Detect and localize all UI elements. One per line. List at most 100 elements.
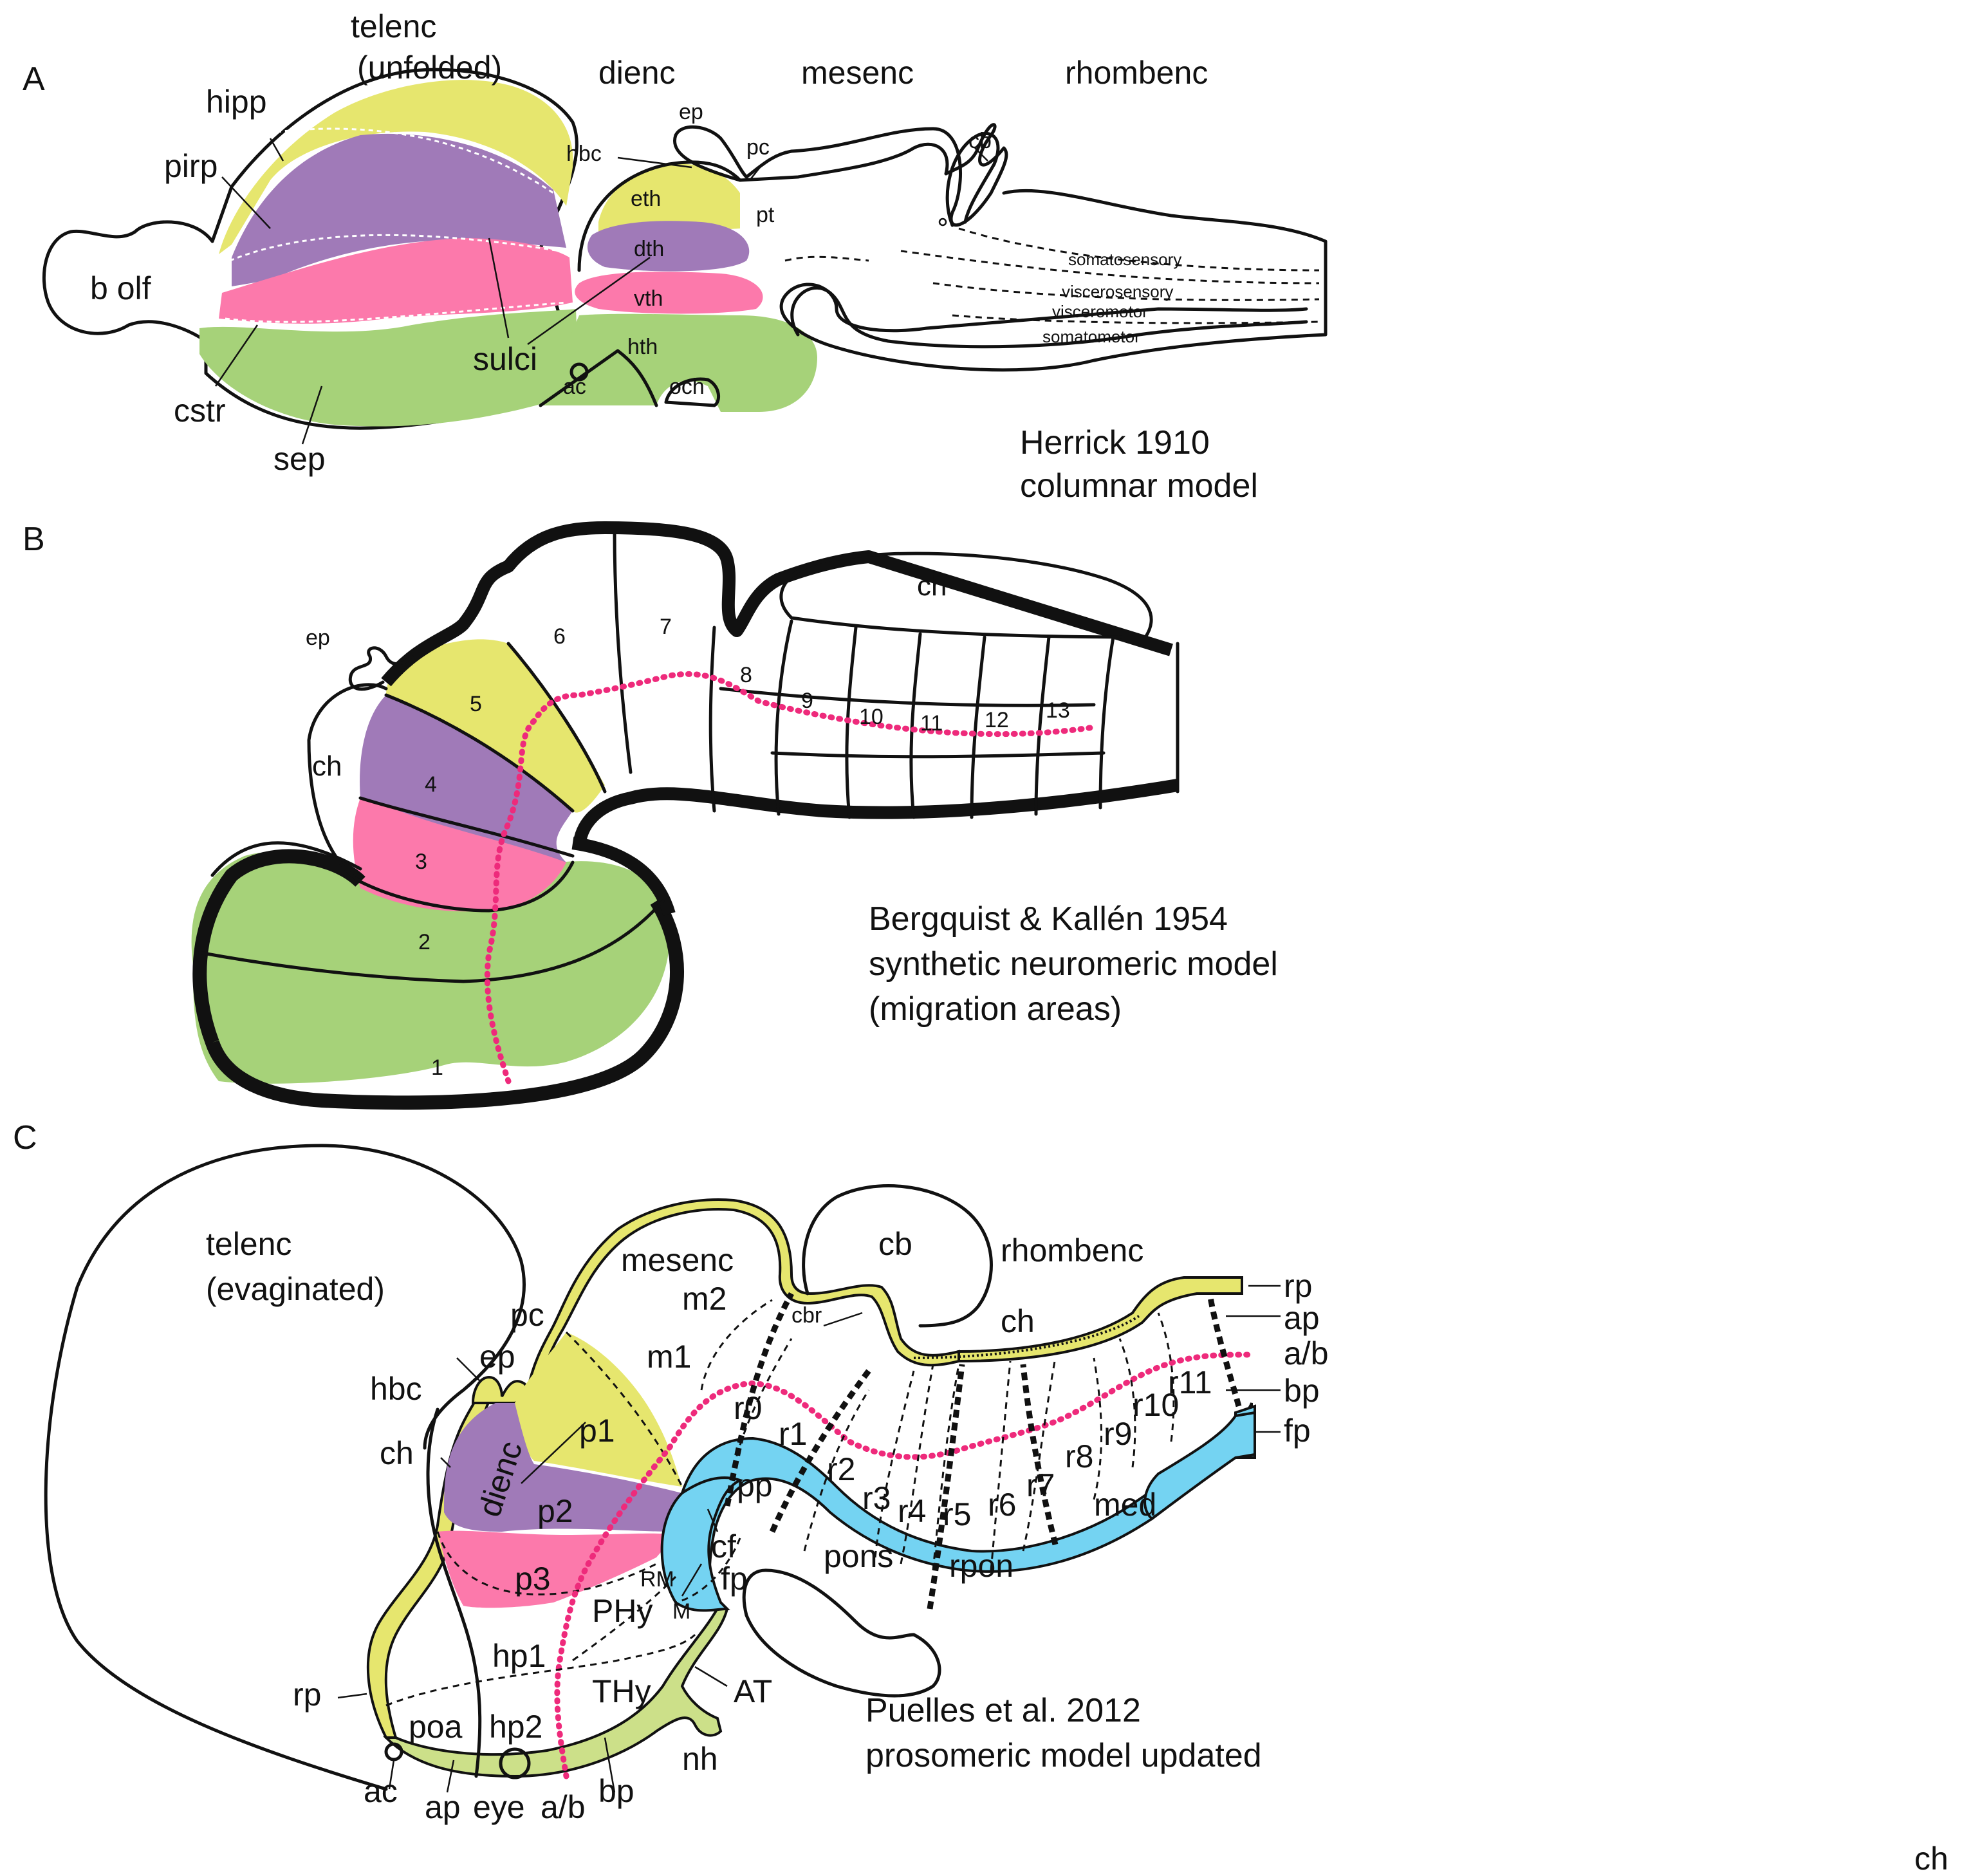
c-cf-label: cf (711, 1528, 736, 1565)
b-boundary-7-8 (708, 626, 716, 813)
b-area-6: 6 (553, 624, 566, 649)
c-bp-bottom-label: bp (598, 1773, 634, 1809)
a-pt-label: pt (756, 203, 775, 227)
b-boundary-2-3 (358, 860, 575, 913)
c-p3-lower-dash (436, 1531, 657, 1595)
b-area-8: 8 (740, 663, 752, 687)
b-grid-v6 (1098, 635, 1115, 810)
a-telenc-outline (42, 68, 581, 430)
b-boundary-4-5 (384, 693, 575, 813)
a-pc-leader (749, 163, 763, 181)
a-hipp-leader (269, 138, 284, 162)
b-area-7: 7 (660, 615, 672, 639)
b-area-10: 10 (859, 705, 884, 729)
b-grid-h2 (770, 751, 1106, 759)
panel-c: C (13, 1119, 1329, 1825)
c-caudal-thickdash (1207, 1293, 1242, 1407)
b-outline-top (381, 521, 1173, 687)
c-p1-label: p1 (579, 1413, 615, 1449)
b-area-2: 2 (418, 930, 430, 954)
c-phy-label: PHy (592, 1593, 652, 1629)
b-caption-line2: synthetic neuromeric model (869, 945, 1278, 983)
b-outline-thick (192, 849, 684, 1110)
c-mesenc-label: mesenc (621, 1242, 734, 1278)
stray-ch-label: ch (1914, 1841, 1948, 1876)
c-fp-mid-label: fp (721, 1561, 748, 1597)
c-ap-right-label: ap (1284, 1300, 1320, 1336)
c-at-leader (694, 1666, 728, 1687)
c-r10-label: r10 (1133, 1387, 1179, 1423)
b-grid-v3 (909, 632, 922, 819)
a-cb-leader (974, 147, 988, 162)
c-p1-region (515, 1332, 682, 1487)
c-med-thickdash (1020, 1364, 1059, 1546)
a-cstr-leader (214, 324, 259, 387)
c-r4-label: r4 (898, 1493, 926, 1529)
c-ch-roof-hatch (913, 1315, 1140, 1359)
c-hbc-leader (456, 1357, 480, 1381)
a-dienc-label: dienc (598, 55, 676, 91)
b-ch-top-label: ch (917, 570, 947, 602)
a-pirp-region (232, 133, 566, 286)
a-hipp-label: hipp (206, 84, 267, 120)
c-cbr-leader (823, 1312, 863, 1327)
a-pc-label: pc (746, 135, 770, 160)
b-boundary-6-7 (613, 529, 633, 774)
a-hth-label: hth (627, 335, 658, 359)
b-ab-boundary (484, 671, 1097, 1084)
c-rp-leader (337, 1693, 367, 1699)
a-dth-region (587, 221, 750, 272)
panel-a: A (23, 8, 1328, 505)
c-inner-lower-outline (742, 1568, 941, 1698)
c-med-strip (1143, 1411, 1256, 1521)
a-vth-region (575, 272, 763, 314)
c-cb-label: cb (878, 1226, 912, 1262)
c-at-label: AT (734, 1673, 772, 1709)
a-cstr-label: cstr (174, 393, 226, 429)
b-grid-v5 (1034, 635, 1051, 816)
a-caption-line2: columnar model (1020, 467, 1258, 505)
c-eye-circle (499, 1747, 531, 1779)
c-r3-dash (874, 1370, 915, 1558)
b-ch-oval (779, 552, 1153, 639)
a-ac-wedge (539, 349, 658, 407)
a-sulcus-2 (225, 301, 567, 323)
b-area-11: 11 (920, 711, 943, 736)
b-area-1: 1 (431, 1055, 443, 1080)
c-cbr-label: cbr (791, 1303, 822, 1328)
c-thy-label: THy (592, 1673, 651, 1709)
c-p3-label: p3 (515, 1561, 551, 1597)
c-p2-label: p2 (537, 1493, 573, 1529)
b-ch-left-label: ch (312, 750, 342, 782)
a-hth-region (541, 313, 817, 412)
c-p2-region (444, 1403, 682, 1532)
b-caption-line3: (migration areas) (869, 990, 1122, 1028)
panel-a-letter: A (23, 60, 45, 98)
b-area-4 (360, 695, 573, 862)
b-area-13: 13 (1046, 698, 1070, 723)
c-ac-leader (388, 1760, 395, 1790)
c-r5-label: r5 (943, 1496, 971, 1532)
c-hp1-label: hp1 (492, 1638, 546, 1674)
c-roof-yellow-right (958, 1276, 1243, 1363)
c-rpon-label: rpon (949, 1548, 1013, 1584)
c-poa-label: poa (409, 1709, 463, 1745)
a-hbc-leader (617, 156, 692, 169)
c-rhombenc-label: rhombenc (1001, 1232, 1143, 1268)
c-r8-dash (1093, 1357, 1103, 1500)
c-hypo-floor (383, 1600, 729, 1778)
c-r6-dash (990, 1361, 1012, 1571)
c-rm-dash (675, 1537, 741, 1604)
c-pp-label: pp (737, 1467, 773, 1503)
c-r9-dash (1118, 1338, 1136, 1468)
b-boundary-1-2 (198, 899, 665, 983)
a-vth-label: vth (634, 286, 663, 311)
c-r0-label: r0 (734, 1390, 762, 1426)
a-col-dash-1 (784, 255, 869, 262)
a-ep-label: ep (679, 100, 703, 124)
b-area-5: 5 (470, 692, 482, 716)
c-r6-label: r6 (988, 1487, 1016, 1523)
c-caption-line2: prosomeric model updated (865, 1737, 1262, 1774)
a-cstr-region (219, 238, 573, 324)
c-med-label: med (1094, 1487, 1156, 1523)
